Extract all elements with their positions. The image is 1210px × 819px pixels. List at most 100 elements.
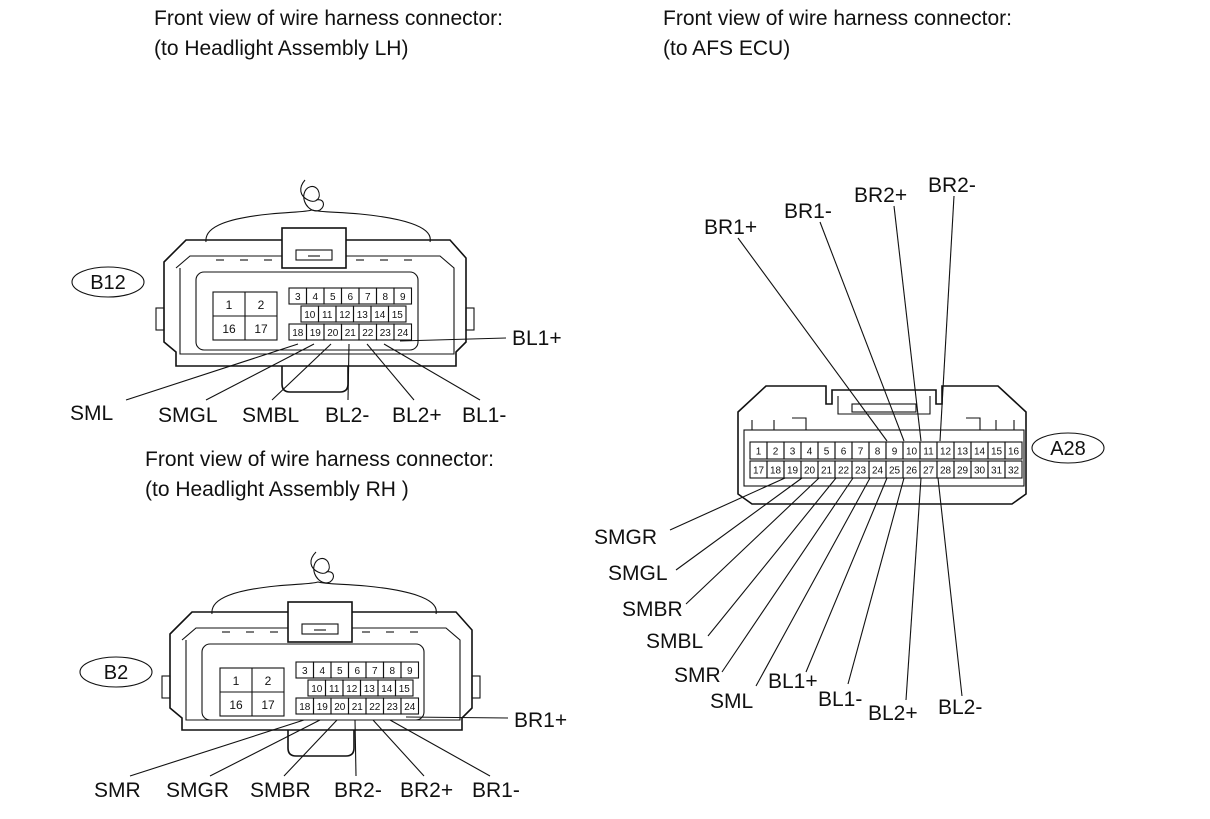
b2-label-smr: SMR: [94, 779, 141, 802]
b2-pin-18: 18: [299, 702, 311, 713]
b2-pin-24: 24: [404, 702, 416, 713]
b2-pin-9: 9: [407, 666, 413, 677]
a28-label-bl2-plus: BL2+: [868, 702, 918, 725]
a28-label-br1-minus: BR1-: [784, 200, 832, 223]
b12-id: B12: [90, 272, 126, 294]
a28-pin-12: 12: [940, 447, 952, 458]
a28-pin-26: 26: [906, 466, 918, 477]
a28-pin-27: 27: [923, 466, 935, 477]
b12-label-smbl: SMBL: [242, 404, 299, 427]
lh-header-line2: (to Headlight Assembly LH): [154, 37, 408, 60]
a28-pin-25: 25: [889, 466, 901, 477]
a28-pin-32: 32: [1008, 466, 1020, 477]
b2-label-br1-plus: BR1+: [514, 709, 567, 732]
a28-pin-24: 24: [872, 466, 884, 477]
b2-pin-17: 17: [261, 698, 275, 712]
a28-label-smr: SMR: [674, 664, 721, 687]
ecu-header-line2: (to AFS ECU): [663, 37, 790, 60]
b2-pin-19: 19: [317, 702, 329, 713]
b12-pin-15: 15: [392, 310, 404, 321]
a28-pin-8: 8: [875, 447, 881, 458]
b12-pin-3: 3: [295, 292, 301, 303]
b2-pin-3: 3: [302, 666, 308, 677]
a28-label-smbr: SMBR: [622, 598, 683, 621]
a28-bottom-leader-lines: [669, 477, 963, 701]
b12-pin-21: 21: [345, 328, 357, 339]
a28-pin-13: 13: [957, 447, 969, 458]
a28-pin-11: 11: [923, 447, 934, 458]
b12-pin-10: 10: [304, 310, 316, 321]
b12-pin-23: 23: [380, 328, 392, 339]
b12-face: [195, 271, 419, 351]
b2-pin-21: 21: [352, 702, 364, 713]
a28-pin-17: 17: [753, 466, 765, 477]
b2-pin-1: 1: [233, 674, 240, 688]
a28-pin-19: 19: [787, 466, 799, 477]
b2-pin-22: 22: [369, 702, 381, 713]
b12-id-badge: [71, 266, 145, 298]
b12-pin-24-cell: [393, 323, 413, 341]
a28-label-smbl: SMBL: [646, 630, 703, 653]
b2-housing-inner: [181, 627, 461, 721]
b2-face: [201, 643, 425, 721]
b2-label-smgr: SMGR: [166, 779, 229, 802]
a28-label-bl1-plus: BL1+: [768, 670, 818, 693]
b2-pin-7: 7: [372, 666, 378, 677]
b2-id-badge: [79, 656, 153, 688]
a28-pin-20: 20: [804, 466, 816, 477]
b2-pin-13: 13: [364, 684, 376, 695]
b2-pin-14: 14: [381, 684, 393, 695]
b2-label-br1-minus: BR1-: [472, 779, 520, 802]
b12-pin-12: 12: [339, 310, 351, 321]
harness-cover: [211, 581, 437, 615]
b2-pin-16: 16: [229, 698, 243, 712]
a28-pin-28: 28: [940, 466, 952, 477]
a28-id: A28: [1050, 438, 1086, 460]
a28-label-bl1-minus: BL1-: [818, 688, 862, 711]
a28-pin-3: 3: [790, 447, 796, 458]
a28-label-smgr: SMGR: [594, 526, 657, 549]
ecu-header-line1: Front view of wire harness connector:: [663, 7, 1012, 30]
a28-label-bl2-minus: BL2-: [938, 696, 982, 719]
b12-label-bl1-minus: BL1-: [462, 404, 506, 427]
b12-pin-2: 2: [258, 298, 265, 312]
b2-pin-10: 10: [311, 684, 323, 695]
b12-pin-7: 7: [365, 292, 371, 303]
a28-pin-6: 6: [841, 447, 847, 458]
b12-pin-19: 19: [310, 328, 322, 339]
a28-label-br1-plus: BR1+: [704, 216, 757, 239]
a28-pin-32-cell: [1004, 460, 1023, 479]
b12-bottom-latch: [281, 366, 349, 393]
a28-lock-slot: [851, 403, 917, 413]
a28-label-br2-plus: BR2+: [854, 184, 907, 207]
a28-label-smgl: SMGL: [608, 562, 668, 585]
b12-pin-20: 20: [327, 328, 339, 339]
rh-header-line1: Front view of wire harness connector:: [145, 448, 494, 471]
a28-lock: [837, 396, 931, 415]
b2-label-smbr: SMBR: [250, 779, 311, 802]
a28-pin-16-cell: [1004, 441, 1023, 460]
b12-side-tab-left: [155, 307, 165, 331]
b12-pin-22: 22: [362, 328, 374, 339]
b12-lock-slot: [295, 249, 333, 261]
a28-pin-14: 14: [974, 447, 986, 458]
b2-pin-6: 6: [354, 666, 360, 677]
a28-pin-30: 30: [974, 466, 986, 477]
lh-header-line1: Front view of wire harness connector:: [154, 7, 503, 30]
b2-pin-11: 11: [329, 684, 340, 695]
a28-pin-22: 22: [838, 466, 850, 477]
a28-id-badge: [1031, 432, 1105, 464]
a28-pin-15: 15: [991, 447, 1003, 458]
b12-label-smgl: SMGL: [158, 404, 218, 427]
b12-label-bl2-plus: BL2+: [392, 404, 442, 427]
b12-pin-11: 11: [322, 310, 333, 321]
a28-ribs: [751, 417, 1015, 430]
a28-pin-4: 4: [807, 447, 813, 458]
b2-pin-24-cell: [400, 697, 420, 715]
wire-bundle-icon: [310, 551, 335, 584]
